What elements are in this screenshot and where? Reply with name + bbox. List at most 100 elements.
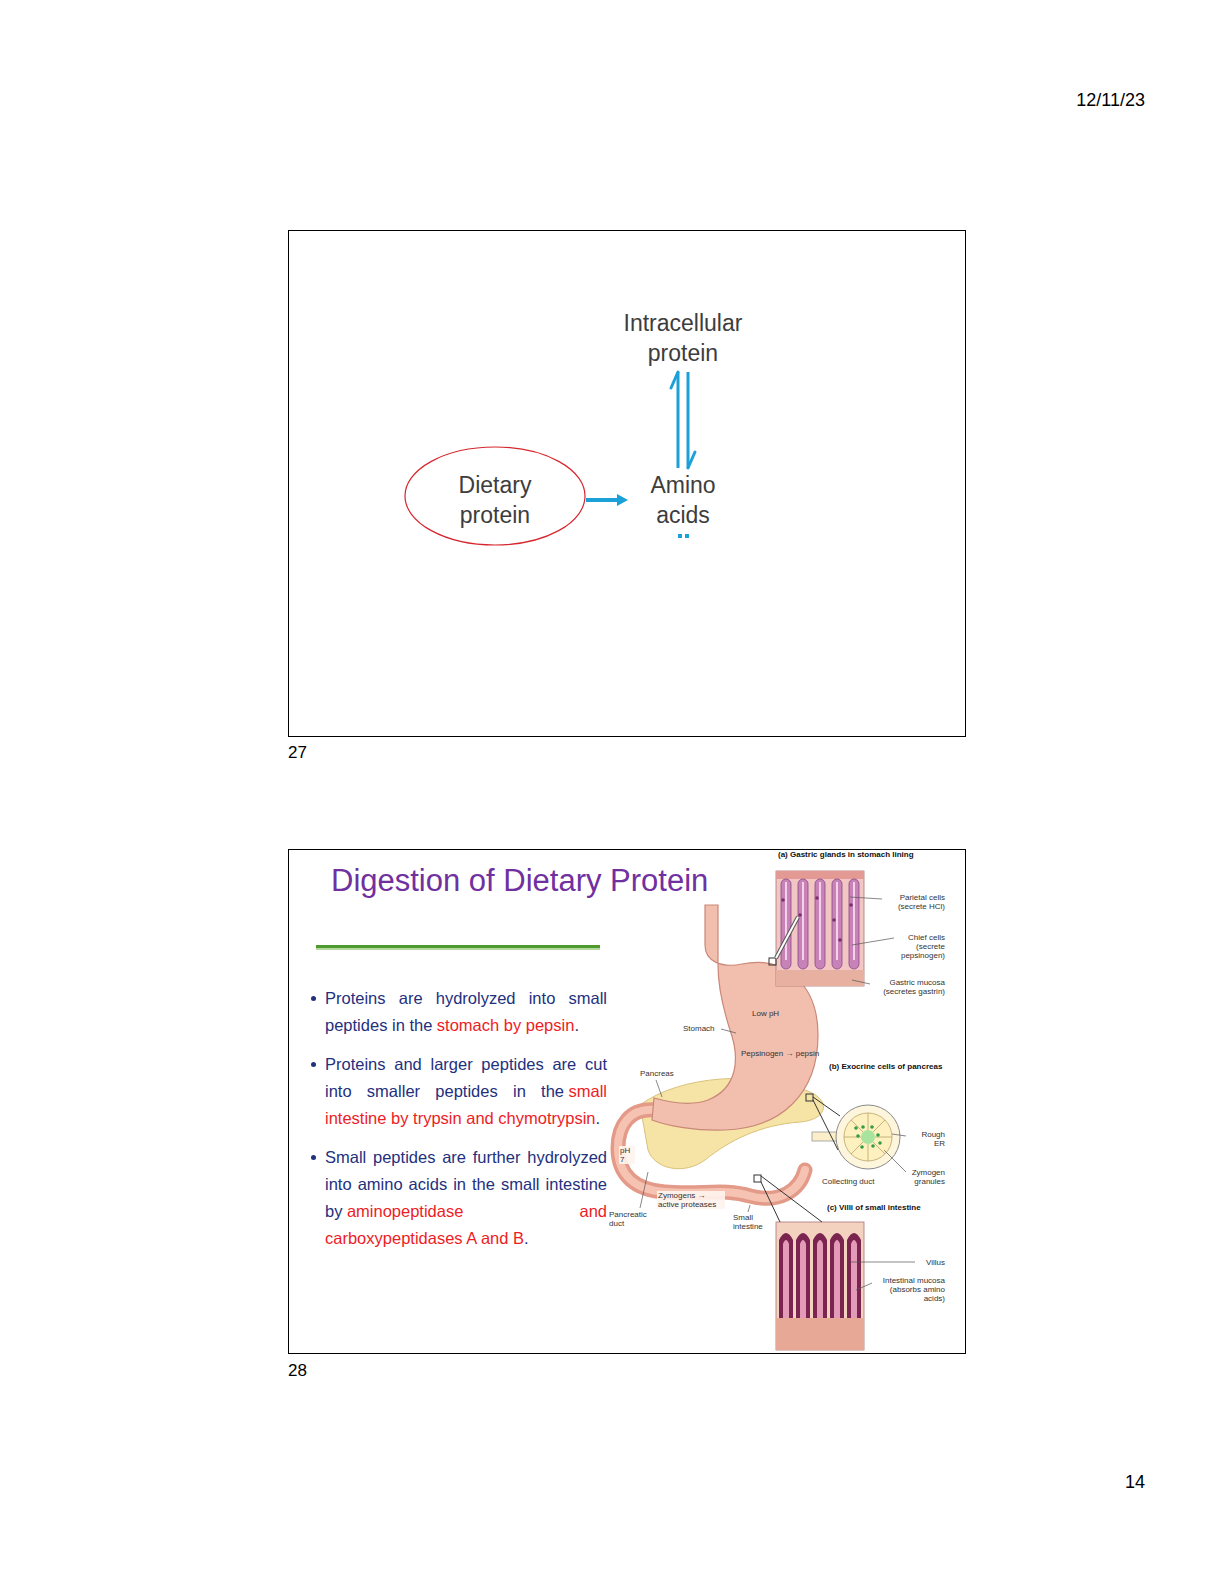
leader-lines (656, 1080, 662, 1097)
leader-lines (850, 897, 882, 899)
gastric-gland-inset (798, 879, 808, 969)
part-label: Low pH (752, 1009, 792, 1018)
term-text: Amino acids (628, 470, 738, 530)
arrow-head (617, 494, 628, 506)
pancreas-acinus-inset (851, 1120, 863, 1132)
term-node: Intracellular protein (613, 308, 753, 368)
pancreas-acinus-inset (870, 1125, 874, 1129)
gastric-gland-inset (776, 871, 864, 986)
term-text: Intracellular protein (613, 308, 753, 368)
villi-inset (776, 1318, 864, 1350)
part-label: Pepsinogen → pepsin (741, 1049, 819, 1058)
pancreas-acinus-inset (854, 1126, 858, 1130)
bullet-list: Proteins are hydrolyzed into small pepti… (325, 985, 607, 1264)
zoom-markers (813, 1097, 840, 1116)
pancreas-acinus-inset (868, 1144, 869, 1161)
pancreas-acinus-inset (856, 1134, 860, 1138)
term-node: Amino acids (628, 470, 738, 530)
bullet-dot (311, 996, 316, 1001)
inset-caption: (c) Villi of small intestine (827, 1203, 952, 1212)
bullet-item: Small peptides are further hydrolyzed in… (325, 1144, 607, 1252)
zoom-markers (806, 1094, 813, 1101)
part-label: pH 7 (619, 1146, 635, 1164)
leader-lines (852, 938, 894, 945)
part-label: Pancreatic duct (609, 1210, 653, 1228)
leader-lines (850, 1262, 915, 1263)
highlight-term: aminopeptidase and carboxypeptidases A a… (325, 1202, 607, 1247)
zoom-arrow (776, 917, 798, 958)
leader-lines (856, 1283, 872, 1290)
slide-title: Digestion of Dietary Protein (331, 862, 708, 900)
villi-inset (800, 1240, 806, 1330)
pancreas-acinus-inset (873, 1142, 885, 1154)
pancreas-acinus-inset (844, 1113, 892, 1161)
villi-inset (779, 1233, 861, 1330)
pancreas-acinus-inset (873, 1120, 885, 1132)
connector (671, 372, 695, 468)
gastric-gland-inset (832, 918, 836, 922)
gastric-gland-inset (785, 882, 787, 960)
gastric-gland-inset (832, 879, 842, 969)
pancreas-acinus-inset (876, 1133, 880, 1137)
bullet-text: . (524, 1229, 529, 1247)
gastric-gland-inset (781, 879, 791, 969)
villi-inset (796, 1233, 810, 1330)
pancreas-acinus-inset (851, 1142, 863, 1154)
villi-inset (779, 1233, 793, 1330)
pancreas-acinus-inset (836, 1105, 900, 1169)
leader-lines (640, 897, 915, 1290)
pancreas-acinus-inset (812, 1105, 900, 1169)
part-label: Zymogens → active proteases (657, 1191, 725, 1209)
continuation-dots (678, 534, 682, 538)
pancreas-acinus-inset (871, 1144, 875, 1148)
leader-lines (721, 1029, 736, 1033)
gastric-gland-inset (849, 879, 859, 969)
part-label: Parietal cells (secrete HCl) (885, 893, 945, 911)
pancreas-acinus-inset (860, 1145, 864, 1149)
villi-inset (783, 1240, 789, 1330)
zoom-markers (761, 1176, 822, 1222)
gastric-gland-inset (849, 903, 853, 907)
title-rule (316, 945, 600, 950)
term-text: Dietary protein (445, 470, 545, 530)
gastric-gland-inset (815, 879, 825, 969)
gastric-gland-inset (798, 913, 802, 917)
gastric-gland-inset (776, 871, 864, 986)
connector (586, 494, 628, 506)
villi-inset (817, 1240, 823, 1330)
part-label: Gastric mucosa (secretes gastrin) (873, 978, 945, 996)
gastric-gland-inset (776, 871, 864, 879)
gastric-gland-inset (781, 896, 853, 942)
slide-frame (288, 230, 966, 737)
bullet-text: . (574, 1016, 579, 1034)
highlight-term: stomach by pepsin (437, 1016, 575, 1034)
gastric-gland-inset (838, 938, 842, 942)
gastric-gland-inset (781, 898, 785, 902)
bullet-dot (311, 1062, 316, 1067)
gastric-gland-inset (815, 896, 819, 900)
gastric-gland-inset (819, 882, 821, 960)
bullet-item: Proteins and larger peptides are cut int… (325, 1051, 607, 1132)
villi-inset (830, 1233, 844, 1330)
part-label: Zymogen granules (909, 1168, 945, 1186)
part-label: Rough ER (919, 1130, 945, 1148)
continuation-dots (678, 534, 689, 538)
villi-inset (813, 1233, 827, 1330)
leader-lines (852, 980, 870, 984)
title-rule (316, 945, 600, 948)
part-label: Small intestine (733, 1213, 769, 1231)
bullet-dot (311, 1155, 316, 1160)
zoom-arrow (776, 917, 798, 958)
circled-term: Dietary protein (404, 446, 586, 546)
connector-line (586, 498, 618, 502)
part-label: Stomach (683, 1024, 723, 1033)
pancreas-acinus-inset (868, 1113, 869, 1130)
zoom-markers (813, 1100, 838, 1150)
villi-inset (783, 1240, 857, 1330)
page-number: 27 (288, 743, 307, 763)
harpoon-barb (688, 452, 695, 468)
page-number: 14 (1125, 1471, 1145, 1493)
leader-lines (892, 1134, 906, 1136)
